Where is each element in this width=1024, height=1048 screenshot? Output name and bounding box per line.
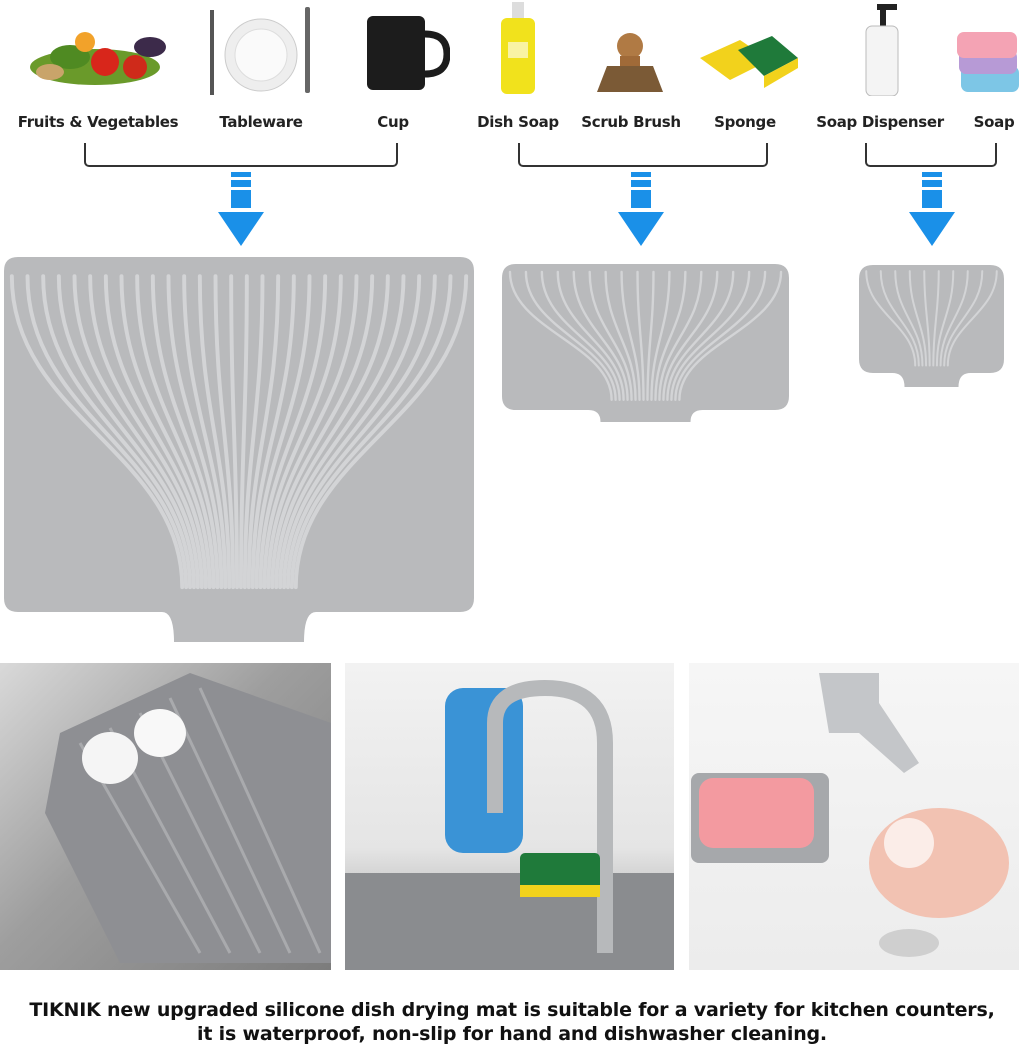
- mat-groove: [943, 270, 984, 367]
- mat-groove: [293, 274, 469, 590]
- label-cup: Cup: [377, 113, 409, 131]
- mat-groove: [274, 274, 390, 590]
- down-arrow-icon: [618, 172, 664, 246]
- mat-groove: [923, 270, 931, 367]
- mat-groove: [650, 270, 671, 401]
- mat-groove: [620, 270, 641, 401]
- mat-groove: [572, 270, 629, 401]
- bracket-group-small: [865, 143, 997, 167]
- mat-groove: [103, 274, 208, 590]
- mat-groove: [285, 274, 437, 590]
- mat-groove: [250, 274, 296, 590]
- mat-groove: [894, 270, 924, 367]
- label-soap-dispenser: Soap Dispenser: [816, 113, 944, 131]
- mat-groove: [946, 270, 998, 367]
- scrub-brush-icon: [595, 30, 665, 94]
- mat-groove: [939, 270, 969, 367]
- mat-groove: [932, 270, 940, 367]
- mat-groove: [289, 274, 453, 590]
- mat-groove: [229, 274, 240, 590]
- mat-groove: [879, 270, 920, 367]
- mat-groove: [262, 274, 343, 590]
- mat-groove: [674, 270, 767, 401]
- mat-groove: [556, 270, 625, 401]
- mat-groove: [865, 270, 917, 367]
- mat-groove: [666, 270, 735, 401]
- mat-groove: [508, 270, 613, 401]
- mat-groove: [278, 274, 406, 590]
- caption-line-2: it is waterproof, non-slip for hand and …: [197, 1023, 827, 1045]
- mat-groove: [150, 274, 220, 590]
- label-sponge: Sponge: [714, 113, 776, 131]
- mat-groove: [182, 274, 228, 590]
- photo-mat-in-sink-with-cups: [0, 663, 331, 970]
- mat-body: [4, 257, 474, 642]
- bracket-group-large: [84, 143, 398, 167]
- mat-groove: [654, 270, 687, 401]
- label-fruits-vegetables: Fruits & Vegetables: [17, 113, 179, 131]
- mat-groove: [119, 274, 212, 590]
- mat-body: [859, 265, 1004, 387]
- medium-drying-mat: [502, 264, 789, 422]
- soap-bars-icon: [955, 30, 1021, 96]
- caption-line-1: TIKNIK new upgraded silicone dish drying…: [29, 999, 995, 1021]
- bracket-group-medium: [518, 143, 768, 167]
- large-drying-mat: [4, 257, 474, 642]
- mat-groove: [935, 270, 955, 367]
- mat-groove: [588, 270, 633, 401]
- soap-dispenser-icon: [863, 4, 903, 97]
- mat-groove: [270, 274, 375, 590]
- mat-groove: [41, 274, 193, 590]
- mat-groove: [246, 274, 281, 590]
- mat-groove: [72, 274, 200, 590]
- mat-body: [502, 264, 789, 422]
- mat-groove: [166, 274, 224, 590]
- mat-groove: [266, 274, 359, 590]
- vegetables-icon: [25, 12, 167, 90]
- label-dish-soap: Dish Soap: [477, 113, 559, 131]
- mat-groove: [242, 274, 265, 590]
- photo-faucet-dish-soap-sponge: [345, 663, 674, 970]
- mat-groove: [670, 270, 751, 401]
- mat-groove: [25, 274, 189, 590]
- mat-groove: [678, 270, 783, 401]
- mat-groove: [213, 274, 236, 590]
- label-tableware: Tableware: [219, 113, 303, 131]
- cup-icon: [365, 12, 451, 92]
- small-drying-mat: [859, 265, 1004, 387]
- mat-groove: [908, 270, 928, 367]
- label-scrub-brush: Scrub Brush: [581, 113, 681, 131]
- mat-groove: [636, 270, 645, 401]
- mat-groove: [646, 270, 655, 401]
- mat-groove: [282, 274, 422, 590]
- mat-groove: [197, 274, 232, 590]
- mat-groove: [258, 274, 328, 590]
- mat-groove: [238, 274, 249, 590]
- mat-groove: [88, 274, 204, 590]
- mat-groove: [604, 270, 637, 401]
- plate-cutlery-icon: [205, 5, 320, 95]
- mat-groove: [524, 270, 617, 401]
- mat-groove: [56, 274, 196, 590]
- photo-soap-mat-handwashing: [689, 663, 1019, 970]
- label-soap: Soap: [973, 113, 1015, 131]
- down-arrow-icon: [218, 172, 264, 246]
- down-arrow-icon: [909, 172, 955, 246]
- dish-soap-bottle-icon: [498, 2, 538, 94]
- mat-groove: [658, 270, 703, 401]
- mat-groove: [254, 274, 312, 590]
- mat-groove: [662, 270, 719, 401]
- sponge-icon: [700, 30, 800, 90]
- mat-groove: [540, 270, 621, 401]
- mat-groove: [135, 274, 216, 590]
- mat-groove: [9, 274, 185, 590]
